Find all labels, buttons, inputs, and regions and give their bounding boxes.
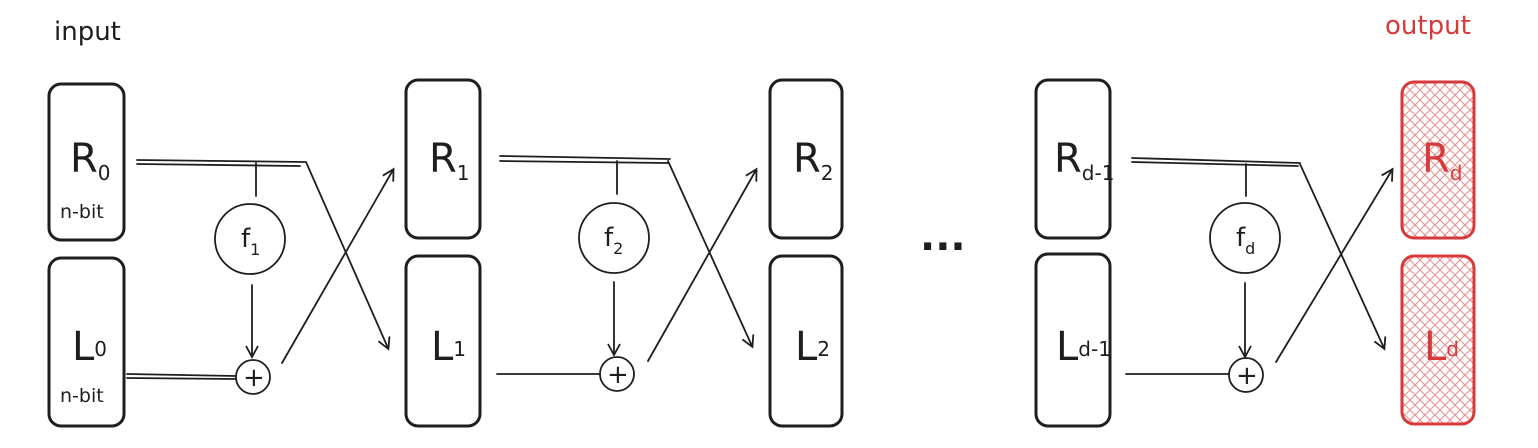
xor1-symbol: + bbox=[243, 363, 265, 393]
fd-label: fd bbox=[1236, 223, 1255, 258]
l2-box bbox=[768, 254, 844, 428]
xord-node bbox=[1228, 357, 1264, 393]
rd-box bbox=[1400, 80, 1476, 240]
r0-bits: n-bit bbox=[60, 201, 104, 223]
r0-line-double bbox=[136, 163, 301, 167]
f1-label: f1 bbox=[241, 224, 260, 259]
rd1-box bbox=[1034, 78, 1112, 240]
input-label: input bbox=[54, 17, 121, 47]
ld1-label: Ld-1 bbox=[1056, 324, 1111, 370]
ld1-box bbox=[1034, 252, 1112, 428]
xor2-symbol: + bbox=[607, 360, 629, 390]
l1-label: L1 bbox=[431, 324, 466, 370]
r0-label: R0 bbox=[70, 136, 111, 185]
ld-box bbox=[1400, 254, 1476, 426]
r1-cross-arrow bbox=[667, 160, 755, 349]
r1-box bbox=[404, 78, 482, 240]
r1-line bbox=[499, 155, 671, 160]
r2-label: R2 bbox=[793, 136, 834, 185]
xord-symbol: + bbox=[1236, 361, 1258, 391]
l1-box bbox=[404, 254, 482, 428]
xord-cross-arrow bbox=[1275, 167, 1394, 363]
f2-label: f2 bbox=[604, 223, 623, 258]
f1-node bbox=[214, 203, 286, 275]
xor1-cross-arrow bbox=[281, 167, 395, 364]
l0-box bbox=[47, 256, 126, 428]
r1-line-double bbox=[499, 160, 669, 164]
rd1-cross-arrow bbox=[1299, 163, 1387, 351]
output-label: output bbox=[1385, 11, 1471, 41]
xor2-node bbox=[599, 356, 635, 392]
l0-bits: n-bit bbox=[60, 385, 104, 407]
xor1-node bbox=[235, 359, 271, 395]
r2-box bbox=[768, 78, 844, 240]
l0-line bbox=[126, 373, 237, 377]
l2-label: L2 bbox=[795, 324, 830, 370]
rd1-line bbox=[1131, 157, 1301, 164]
rd1-line-double bbox=[1131, 161, 1299, 167]
r0-cross-arrow bbox=[305, 161, 391, 351]
r0-box bbox=[47, 82, 126, 242]
rd1-label: Rd-1 bbox=[1054, 136, 1114, 185]
f2-node bbox=[578, 202, 650, 274]
xor2-cross-arrow bbox=[647, 167, 758, 362]
fd-node bbox=[1209, 202, 1281, 274]
r1-label: R1 bbox=[429, 136, 470, 185]
l0-label: L0 bbox=[72, 324, 107, 370]
l0-line-double bbox=[126, 377, 237, 380]
ld-label: Ld bbox=[1424, 324, 1459, 370]
ellipsis: ... bbox=[920, 214, 966, 260]
r0-line bbox=[136, 159, 306, 163]
rd-label: Rd bbox=[1422, 136, 1463, 185]
